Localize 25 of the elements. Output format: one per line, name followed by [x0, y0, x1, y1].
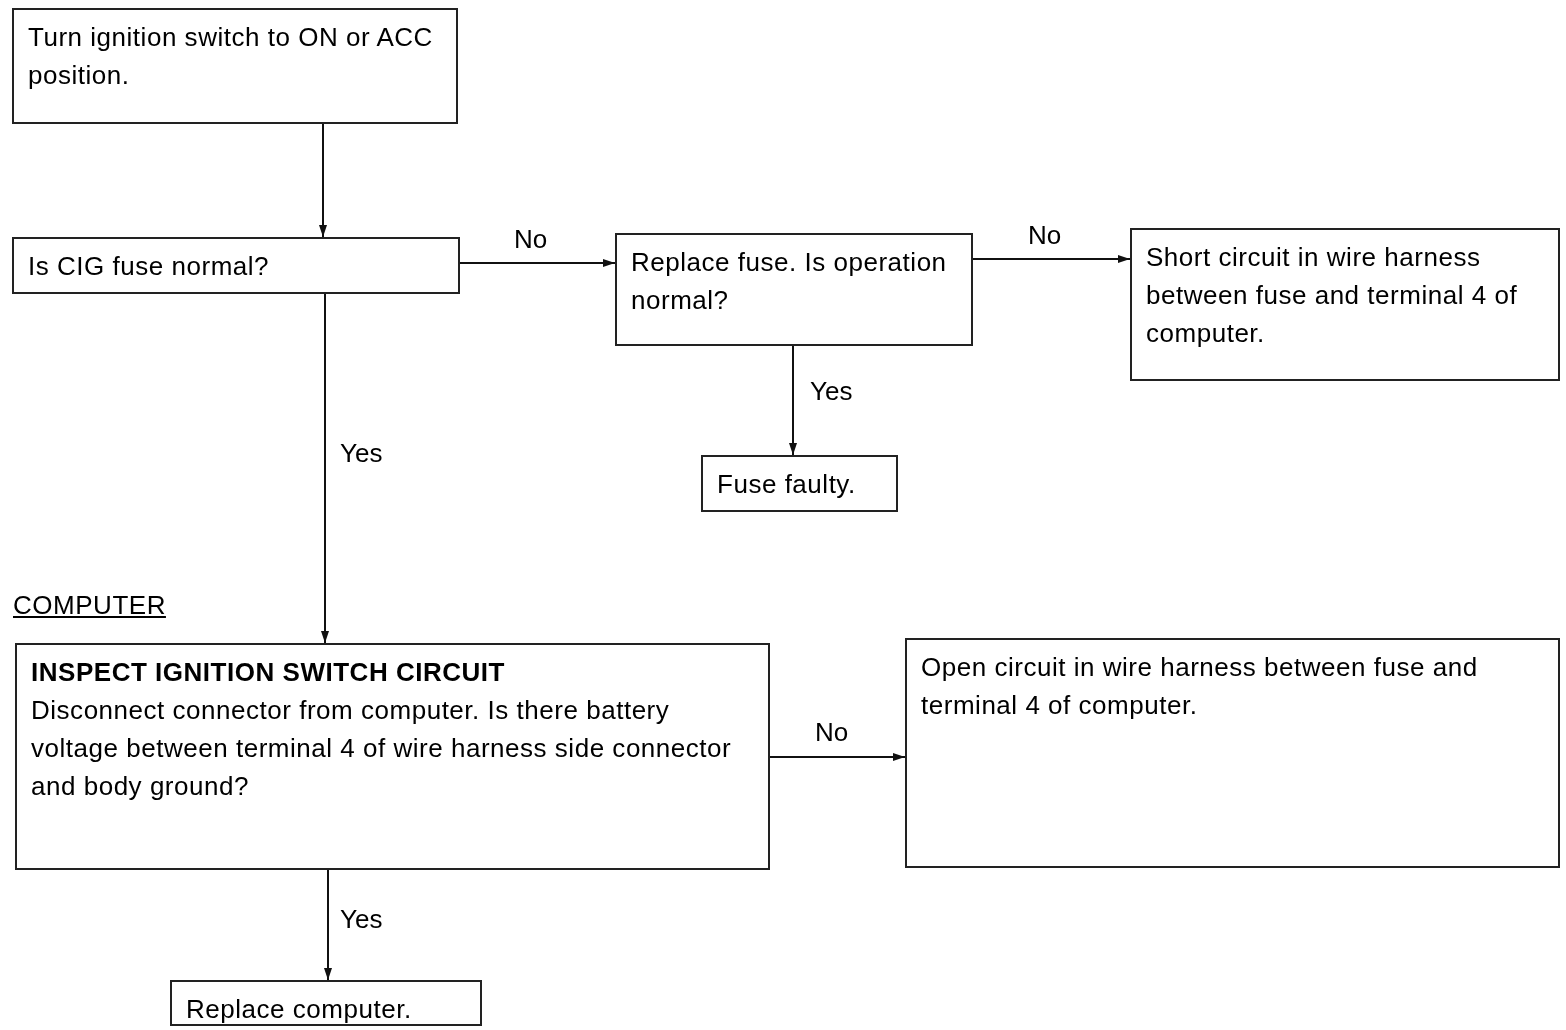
process-box: [701, 455, 898, 512]
arrow: [769, 753, 906, 761]
process-box: [905, 638, 1560, 868]
process-box: [170, 980, 482, 1026]
box-text: Open circuit in wire harness between fuse and terminal 4 of computer.: [921, 651, 1479, 722]
arrow: [789, 345, 797, 456]
box-heading: INSPECT IGNITION SWITCH CIRCUIT: [31, 656, 506, 689]
process-box: [1130, 228, 1560, 381]
section-label: COMPUTER: [13, 590, 166, 620]
process-box: [15, 643, 770, 870]
arrow: [321, 293, 329, 644]
box-text: Fuse faulty.: [717, 468, 857, 501]
arrow: [459, 259, 616, 267]
box-text: Replace fuse. Is operation normal?: [631, 246, 948, 317]
box-text: Is CIG fuse normal?: [28, 250, 271, 283]
process-box: [12, 8, 458, 124]
arrow: [972, 255, 1131, 263]
arrow: [319, 123, 327, 238]
process-box: [12, 237, 460, 294]
box-text: Disconnect connector from computer. Is there battery voltage between terminal 4 of wire harness side connector and body ground?: [31, 694, 733, 803]
box-text: Replace computer.: [186, 993, 413, 1026]
box-text: Turn ignition switch to ON or ACC position.: [28, 21, 434, 92]
box-text: Short circuit in wire harness between fuse and terminal 4 of computer.: [1146, 241, 1519, 350]
arrow: [324, 869, 332, 981]
process-box: [615, 233, 973, 346]
